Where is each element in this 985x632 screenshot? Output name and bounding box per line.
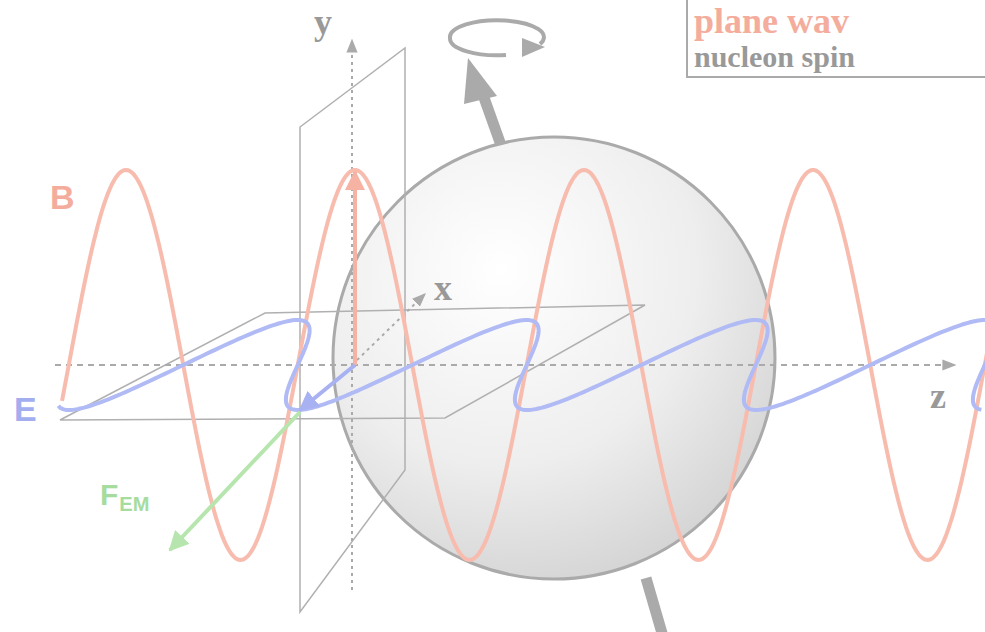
e-field-wave — [58, 320, 985, 410]
force-subscript: EM — [119, 494, 149, 514]
spin-arrowhead — [464, 58, 497, 104]
title-text: plane wav — [694, 3, 985, 41]
force-label: F — [100, 480, 118, 510]
spin-arrow-tail — [646, 578, 664, 632]
b-field-wave — [62, 170, 985, 560]
x-axis — [352, 294, 425, 365]
e-vector — [300, 365, 355, 410]
z-axis — [55, 364, 955, 366]
axis-label: y — [314, 4, 332, 40]
title-box: plane wavnucleon spin — [686, 0, 985, 78]
force-vector — [170, 412, 300, 550]
nucleon-sphere — [333, 137, 775, 579]
field-label: B — [50, 180, 75, 214]
rotation-arrowhead — [522, 38, 545, 57]
spin-arrow — [482, 92, 502, 148]
subtitle-text: nucleon spin — [694, 41, 985, 73]
field-label: E — [14, 392, 37, 426]
axis-label: z — [930, 378, 946, 414]
y-axis — [351, 40, 353, 590]
b-vector — [353, 172, 357, 365]
axis-label: x — [434, 270, 452, 306]
